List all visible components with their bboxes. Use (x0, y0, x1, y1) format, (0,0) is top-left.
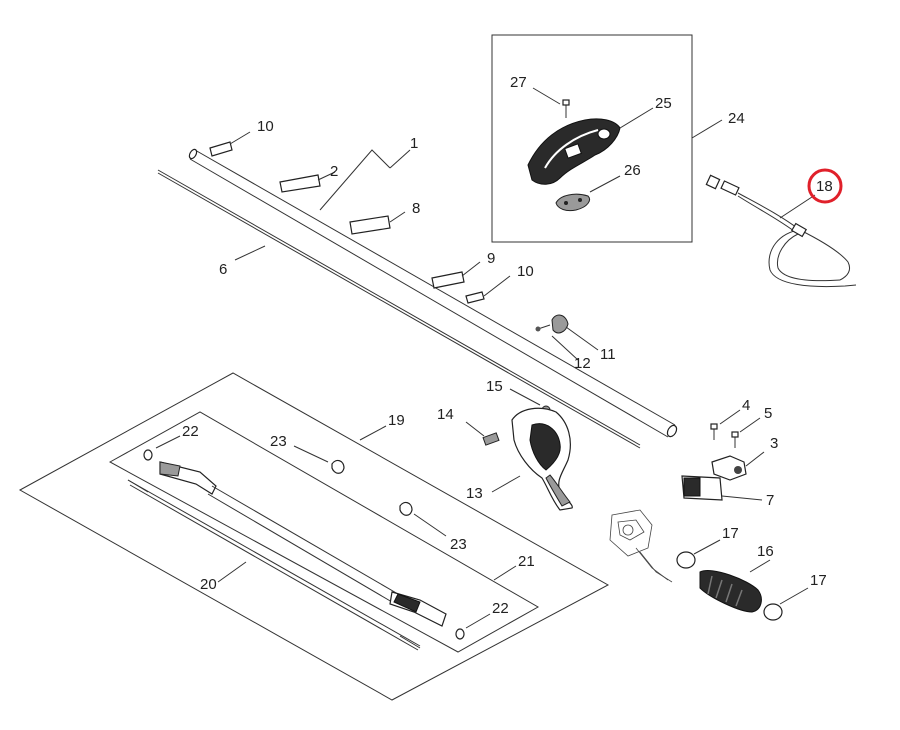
part-18-throttle-cable (705, 174, 857, 288)
callout-9: 9 (487, 250, 495, 267)
kit-box-21 (108, 411, 540, 653)
callout-23b: 23 (450, 536, 467, 553)
part-27-screw (532, 87, 570, 118)
callout-24: 24 (728, 110, 745, 127)
part-6-drive-shaft (157, 169, 641, 449)
callout-4: 4 (742, 397, 750, 414)
callout-20: 20 (200, 576, 217, 593)
gearbox-sketch (609, 509, 673, 583)
callout-10a: 10 (257, 118, 274, 135)
part-13-throttle-handle (491, 407, 573, 511)
part-11-12-clip (535, 314, 599, 361)
callout-6: 6 (219, 261, 227, 278)
callout-19: 19 (388, 412, 405, 429)
part-26-lock-plate (555, 175, 621, 212)
highlight-circle-18 (807, 168, 843, 204)
part-3-4-5-7-holder (681, 409, 765, 501)
callout-22b: 22 (492, 600, 509, 617)
callout-22a: 22 (182, 423, 199, 440)
part-25-handle-cover (527, 107, 654, 185)
callout-15: 15 (486, 378, 503, 395)
kit-box-19 (18, 372, 610, 701)
callout-17b: 17 (810, 572, 827, 589)
callout-14: 14 (437, 406, 454, 423)
callout-5: 5 (764, 405, 772, 422)
callout-12: 12 (574, 355, 591, 372)
callout-18: 18 (816, 178, 833, 195)
callout-23a: 23 (270, 433, 287, 450)
callout-13: 13 (466, 485, 483, 502)
part-1-shaft-tube (188, 148, 678, 438)
callout-10b: 10 (517, 263, 534, 280)
callout-labels: 1 2 3 4 5 6 7 8 9 10 10 11 12 13 14 15 1… (182, 74, 833, 617)
callout-25: 25 (655, 95, 672, 112)
callout-21: 21 (518, 553, 535, 570)
callout-2: 2 (330, 163, 338, 180)
part-16-17-grip (676, 539, 809, 621)
callout-3: 3 (770, 435, 778, 452)
labels-2-8-9-10 (209, 131, 511, 304)
inset-box-24 (491, 34, 723, 243)
callout-27: 27 (510, 74, 527, 91)
callout-1: 1 (410, 135, 418, 152)
callout-26: 26 (624, 162, 641, 179)
callout-16: 16 (757, 543, 774, 560)
callout-17a: 17 (722, 525, 739, 542)
callout-7: 7 (766, 492, 774, 509)
callout-11: 11 (600, 346, 616, 363)
callout-8: 8 (412, 200, 420, 217)
part-21-tube (159, 461, 447, 627)
part-20-inner-shaft (127, 479, 421, 651)
orings-22-23 (143, 435, 491, 640)
